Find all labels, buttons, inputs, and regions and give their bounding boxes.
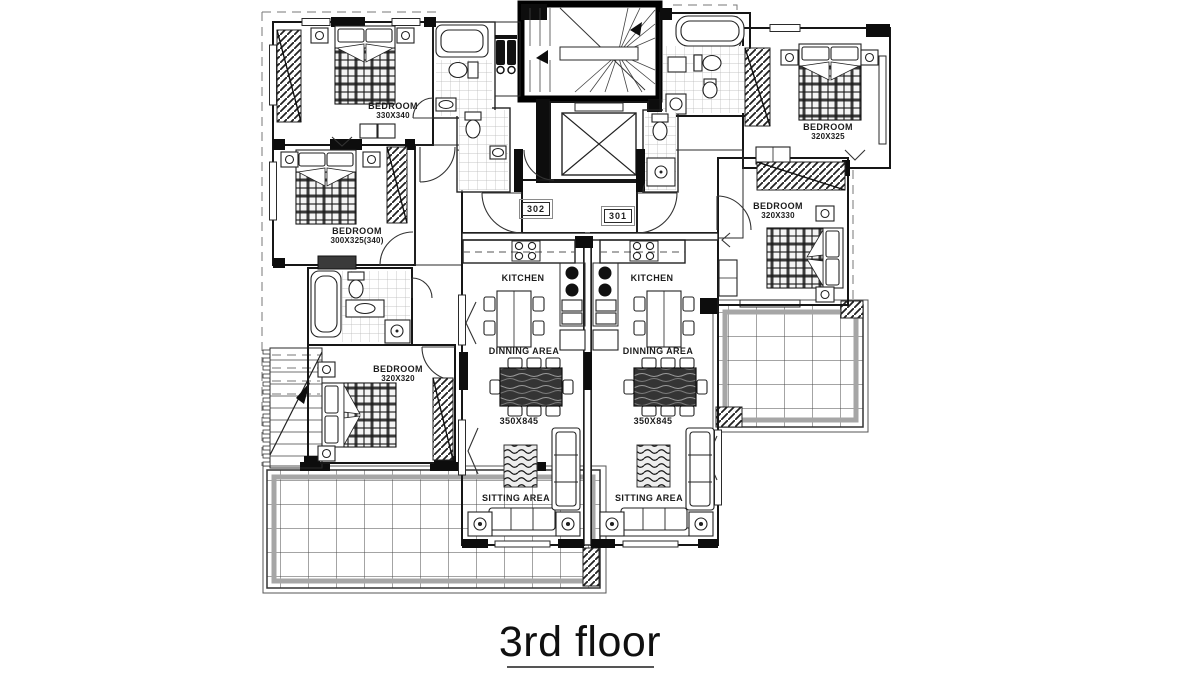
room-name: BEDROOM xyxy=(332,226,382,236)
unit-302-tag: 302 xyxy=(518,199,554,219)
room-dim: 320X325 xyxy=(811,132,845,141)
dining-left-label: DINNING AREA xyxy=(488,346,560,356)
bedroom-ml-label: BEDROOM 300X325(340) xyxy=(330,226,383,246)
staircase xyxy=(517,0,663,103)
dining-right-label: DINNING AREA xyxy=(622,346,694,356)
wc-302 xyxy=(459,110,508,190)
bathroom-302-lower xyxy=(310,270,411,344)
sitting-right-label: SITTING AREA xyxy=(615,493,683,503)
kitchen-left-fixtures xyxy=(462,239,586,351)
sitting-furniture xyxy=(467,427,715,537)
dining-left-dim: 350X845 xyxy=(499,416,539,426)
bedroom-furniture xyxy=(276,25,879,462)
unit-301-tag: 301 xyxy=(600,206,636,226)
dining-furniture xyxy=(483,290,708,417)
kitchen-left-label: KITCHEN xyxy=(501,273,545,283)
dining-right-dim: 350X845 xyxy=(633,416,673,426)
room-name: BEDROOM xyxy=(803,122,853,132)
external-stair xyxy=(262,347,323,469)
room-dim: 330X340 xyxy=(376,111,410,120)
room-dim: 320X320 xyxy=(381,374,415,383)
bedroom-bl-label: BEDROOM 320X320 xyxy=(373,364,423,384)
bedroom-tr-label: BEDROOM 320X325 xyxy=(803,122,853,142)
room-name: BEDROOM xyxy=(368,101,418,111)
room-dim: 300X325(340) xyxy=(330,236,384,245)
terrace-left xyxy=(262,462,607,594)
floor-title: 3rd floor xyxy=(498,618,662,666)
bedroom-mr-label: BEDROOM 320X330 xyxy=(753,201,803,221)
room-dim: 320X330 xyxy=(761,211,795,220)
wc-301 xyxy=(645,112,676,190)
title-underline xyxy=(507,666,654,668)
sitting-left-label: SITTING AREA xyxy=(482,493,550,503)
bathroom-301-top xyxy=(663,15,747,115)
terrace-right xyxy=(700,298,869,433)
bedroom-tl-label: BEDROOM 330X340 xyxy=(368,101,418,121)
bathroom-302-top xyxy=(435,24,492,116)
room-name: BEDROOM xyxy=(753,201,803,211)
stroller-icon xyxy=(495,35,517,75)
kitchen-right-fixtures xyxy=(592,239,686,351)
room-name: BEDROOM xyxy=(373,364,423,374)
kitchen-right-label: KITCHEN xyxy=(630,273,674,283)
